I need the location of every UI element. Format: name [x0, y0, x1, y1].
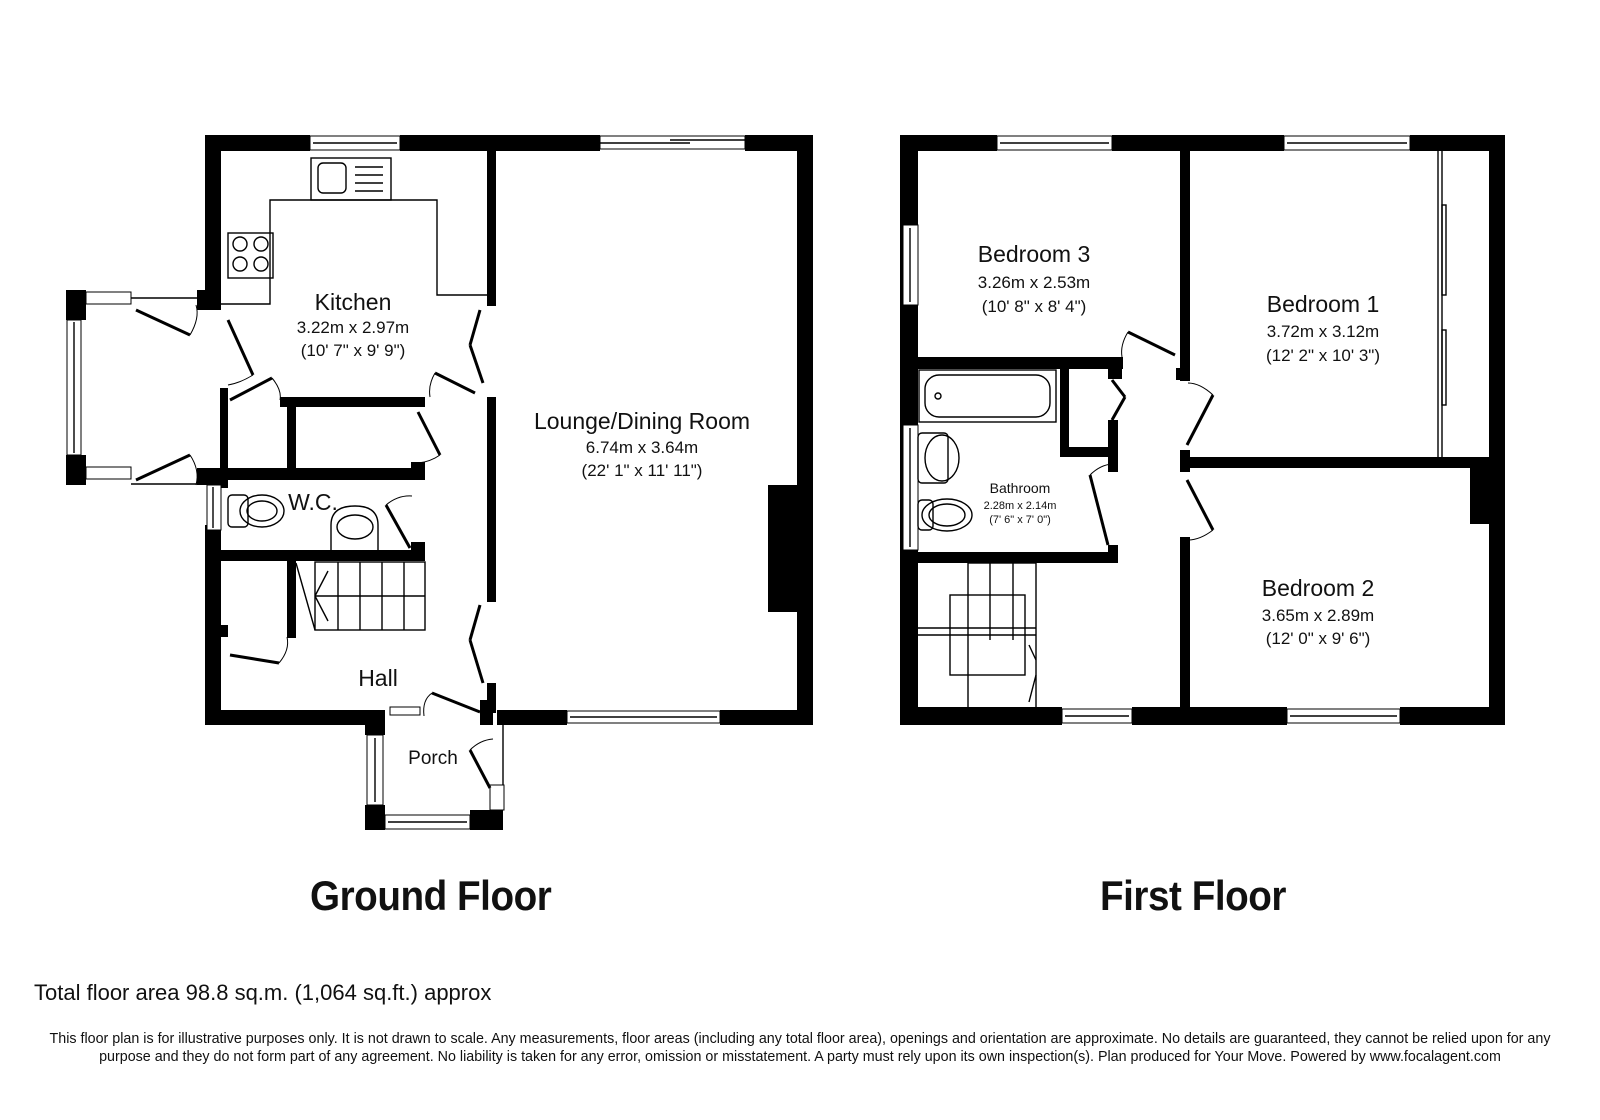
- room-label-porch: Porch: [408, 748, 458, 769]
- room-label-bedroom-3: Bedroom 3: [978, 241, 1091, 267]
- room-metric-lounge: 6.74m x 3.64m: [586, 438, 698, 457]
- room-metric-bedroom-2: 3.65m x 2.89m: [1262, 606, 1374, 625]
- room-imperial-bathroom: (7' 6" x 7' 0"): [989, 514, 1051, 526]
- room-label-lounge: Lounge/Dining Room: [534, 408, 750, 434]
- room-label-wc: W.C.: [288, 489, 338, 515]
- room-label-kitchen: Kitchen: [315, 289, 392, 315]
- room-metric-bathroom: 2.28m x 2.14m: [984, 500, 1057, 512]
- room-metric-bedroom-3: 3.26m x 2.53m: [978, 273, 1090, 292]
- room-metric-bedroom-1: 3.72m x 3.12m: [1267, 322, 1379, 341]
- room-metric-kitchen: 3.22m x 2.97m: [297, 318, 409, 337]
- room-label-bathroom: Bathroom: [990, 480, 1051, 496]
- ground-floor-plan: Kitchen 3.22m x 2.97m (10' 7" x 9' 9") L…: [66, 135, 813, 830]
- room-label-bedroom-1: Bedroom 1: [1267, 291, 1380, 317]
- first-floor-plan: Bedroom 3 3.26m x 2.53m (10' 8" x 8' 4")…: [900, 135, 1505, 725]
- room-label-hall: Hall: [358, 665, 398, 691]
- room-imperial-bedroom-1: (12' 2" x 10' 3"): [1266, 346, 1380, 365]
- ground-floor-title: Ground Floor: [310, 872, 552, 919]
- disclaimer-text: This floor plan is for illustrative purp…: [49, 1031, 1551, 1065]
- room-imperial-bedroom-2: (12' 0" x 9' 6"): [1266, 629, 1371, 648]
- total-floor-area: Total floor area 98.8 sq.m. (1,064 sq.ft…: [34, 980, 492, 1005]
- room-imperial-kitchen: (10' 7" x 9' 9"): [301, 341, 406, 360]
- room-imperial-bedroom-3: (10' 8" x 8' 4"): [982, 297, 1087, 316]
- room-label-bedroom-2: Bedroom 2: [1262, 575, 1375, 601]
- room-imperial-lounge: (22' 1" x 11' 11"): [582, 461, 703, 480]
- first-floor-title: First Floor: [1100, 872, 1286, 919]
